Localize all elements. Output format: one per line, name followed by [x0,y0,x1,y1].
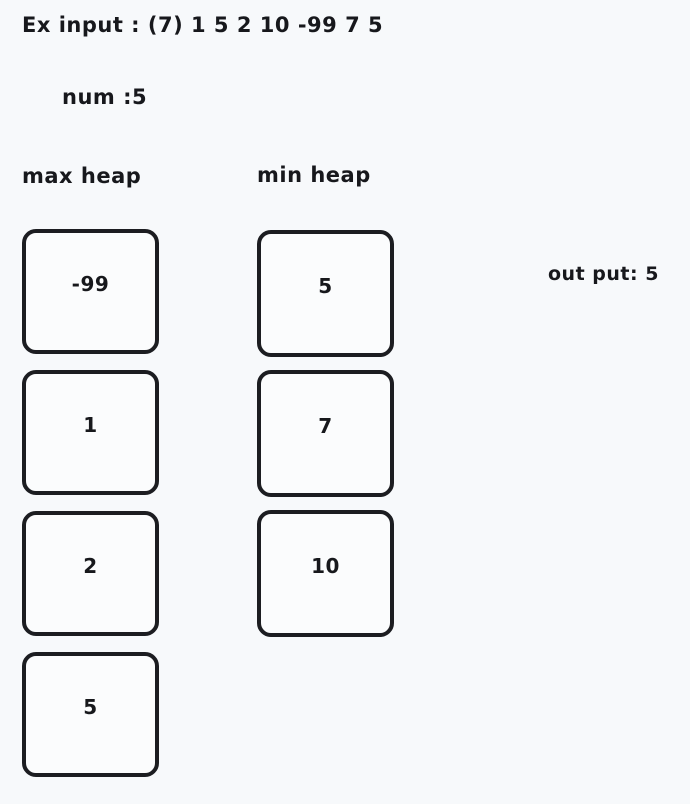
heap-box-value: 5 [83,694,98,719]
heap-box-value: 10 [311,553,340,578]
min-heap-column: 5 7 10 [257,230,394,650]
min-heap-box: 7 [257,370,394,497]
max-heap-box: 5 [22,652,159,777]
max-heap-box: -99 [22,229,159,354]
max-heap-column: -99 1 2 5 [22,229,159,793]
heap-box-value: 5 [318,273,333,298]
output-text: out put: 5 [548,263,659,285]
heap-box-value: 2 [83,553,98,578]
max-heap-box: 1 [22,370,159,495]
min-heap-box: 10 [257,510,394,637]
num-value-text: num :5 [62,85,148,109]
heap-box-value: 7 [318,413,333,438]
min-heap-label: min heap [257,163,371,187]
heap-box-value: 1 [83,412,98,437]
max-heap-label: max heap [22,164,142,188]
min-heap-box: 5 [257,230,394,357]
example-input-text: Ex input : (7) 1 5 2 10 -99 7 5 [22,13,384,37]
max-heap-box: 2 [22,511,159,636]
heap-box-value: -99 [71,271,110,296]
